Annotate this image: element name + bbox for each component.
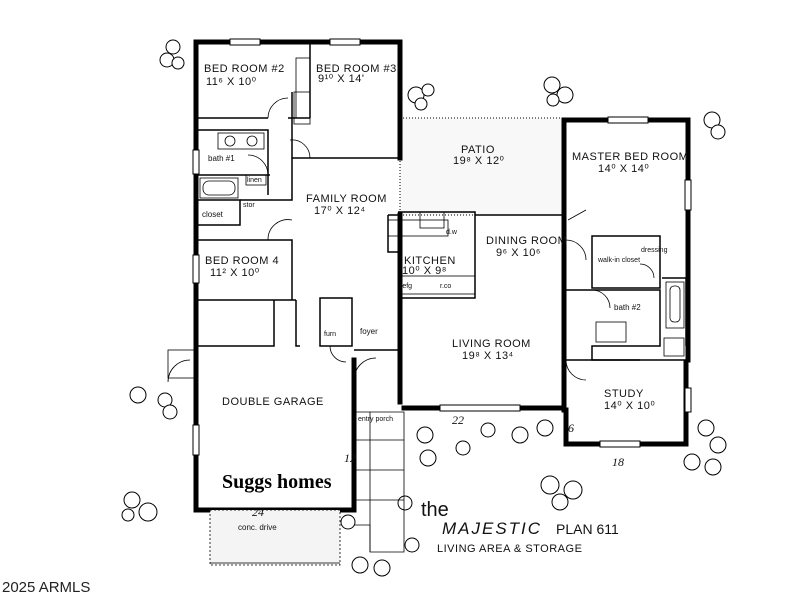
fixtures	[199, 57, 685, 357]
brand-logo: Suggs homes	[222, 471, 332, 493]
title-plan: PLAN 611	[556, 521, 619, 537]
label-bedroom3-name: BED ROOM #3	[316, 63, 397, 75]
label-bedroom2-size: 11⁶ X 10⁰	[206, 76, 257, 88]
label-closet: closet	[202, 210, 224, 219]
label-dressing: dressing	[641, 247, 668, 254]
label-dw: d.w	[446, 229, 458, 236]
label-bedroom4-name: BED ROOM 4	[205, 255, 279, 267]
label-living-name: LIVING ROOM	[452, 338, 531, 350]
label-linen: linen	[247, 177, 262, 184]
label-bath2: bath #2	[614, 303, 641, 312]
windows	[192, 38, 692, 456]
label-master-name: MASTER BED ROOM	[572, 151, 688, 163]
label-furn: furn	[324, 331, 336, 338]
label-study-name: STUDY	[604, 388, 644, 400]
label-patio-size: 19⁸ X 12⁰	[453, 155, 505, 167]
dimension-24: 24	[252, 505, 264, 519]
label-garage-name: DOUBLE GARAGE	[222, 396, 324, 408]
label-living-size: 19⁸ X 13⁴	[462, 350, 514, 362]
doors	[167, 97, 655, 383]
label-family-size: 17⁰ X 12⁴	[314, 205, 366, 217]
dimension-18: 18	[612, 455, 624, 469]
label-bedroom2-name: BED ROOM #2	[204, 63, 285, 75]
dimension-6: 6	[568, 421, 574, 435]
title-subtitle: LIVING AREA & STORAGE	[437, 543, 582, 555]
title-the: the	[421, 499, 449, 521]
copyright-watermark: 2025 ARMLS	[2, 579, 90, 596]
label-foyer: foyer	[360, 327, 378, 336]
label-dining-size: 9⁶ X 10⁶	[496, 247, 541, 259]
label-master-size: 14⁰ X 14⁰	[598, 163, 649, 175]
label-bath1: bath #1	[208, 154, 235, 163]
label-bedroom4-size: 11² X 10⁰	[210, 267, 260, 279]
label-kitchen-name: KITCHEN	[404, 255, 456, 267]
label-bedroom3-size: 9¹⁰ X 14'	[318, 73, 364, 85]
label-rco: r.co	[440, 283, 451, 290]
label-stor: stor	[243, 202, 255, 209]
label-family-name: FAMILY ROOM	[306, 193, 387, 205]
label-study-size: 14⁰ X 10⁰	[604, 400, 655, 412]
label-kitchen-size: 10⁰ X 9⁸	[402, 265, 447, 277]
driveway	[209, 411, 405, 566]
label-entry-porch: entry porch	[358, 416, 393, 423]
landscape-shrubs	[121, 39, 727, 577]
label-dining-name: DINING ROOM	[486, 235, 567, 247]
label-walkin-closet: walk-in closet	[597, 257, 640, 264]
label-conc-drive: conc. drive	[238, 523, 277, 532]
dimension-12: 12	[344, 451, 356, 465]
title-name: MAJESTIC	[442, 519, 542, 538]
label-patio-name: PATIO	[461, 144, 495, 156]
dimension-22: 22	[452, 413, 464, 427]
label-refg: refg	[400, 283, 412, 290]
